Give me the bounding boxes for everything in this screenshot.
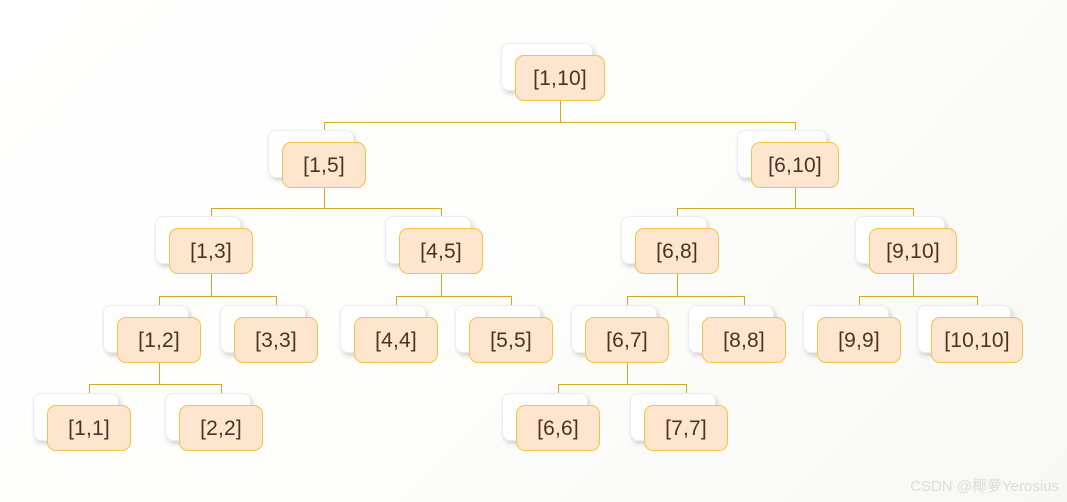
tree-node-card: [4,5] [399, 228, 483, 274]
tree-node: [9,9] [803, 305, 901, 363]
tree-node: [6,6] [502, 393, 600, 451]
tree-node-label: [3,3] [255, 328, 297, 352]
edge-segment [627, 363, 628, 384]
edge-segment [159, 363, 160, 384]
tree-node-card: [5,5] [469, 317, 553, 363]
edge-segment [324, 122, 795, 123]
edge-segment [677, 274, 678, 296]
edge-segment [211, 274, 212, 296]
tree-node-label: [6,10] [768, 153, 822, 177]
tree-node-card: [6,10] [751, 142, 839, 188]
tree-node-label: [6,7] [606, 328, 648, 352]
tree-node-card: [1,2] [117, 317, 201, 363]
tree-node-label: [9,9] [838, 328, 880, 352]
tree-node-label: [1,3] [190, 239, 232, 263]
tree-node: [7,7] [630, 393, 728, 451]
tree-node-card: [8,8] [702, 317, 786, 363]
tree-node: [1,1] [33, 393, 131, 451]
edge-segment [560, 101, 561, 122]
tree-node: [6,10] [737, 130, 839, 188]
edge-segment [396, 296, 511, 297]
tree-node: [6,8] [621, 216, 719, 274]
tree-node-card: [4,4] [354, 317, 438, 363]
tree-node-card: [6,7] [585, 317, 669, 363]
tree-node-label: [1,2] [138, 328, 180, 352]
edge-segment [558, 384, 686, 385]
tree-node-label: [5,5] [490, 328, 532, 352]
tree-node: [8,8] [688, 305, 786, 363]
tree-node: [4,5] [385, 216, 483, 274]
edge-segment [211, 208, 441, 209]
tree-node-label: [9,10] [886, 239, 940, 263]
tree-node-card: [9,10] [869, 228, 957, 274]
edge-segment [795, 188, 796, 208]
watermark: CSDN @椰萝Yerosius [910, 478, 1059, 495]
tree-node: [1,10] [501, 43, 605, 101]
tree-node-label: [10,10] [944, 328, 1010, 352]
tree-node-label: [7,7] [665, 416, 707, 440]
tree-node: [1,3] [155, 216, 253, 274]
tree-node: [1,2] [103, 305, 201, 363]
tree-node: [1,5] [268, 130, 366, 188]
tree-node: [2,2] [165, 393, 263, 451]
tree-node: [5,5] [455, 305, 553, 363]
edge-segment [159, 296, 276, 297]
tree-node-card: [1,5] [282, 142, 366, 188]
tree-node-label: [4,5] [420, 239, 462, 263]
edge-segment [859, 296, 977, 297]
tree-node-card: [6,6] [516, 405, 600, 451]
tree-node-card: [1,1] [47, 405, 131, 451]
tree-node-label: [4,4] [375, 328, 417, 352]
edge-segment [913, 274, 914, 296]
tree-node-card: [1,10] [515, 55, 605, 101]
tree-node-label: [1,10] [533, 66, 587, 90]
tree-node-label: [8,8] [723, 328, 765, 352]
edge-segment [677, 208, 913, 209]
tree-node: [6,7] [571, 305, 669, 363]
tree-node-card: [6,8] [635, 228, 719, 274]
tree-node-label: [1,5] [303, 153, 345, 177]
edge-segment [89, 384, 221, 385]
tree-node-label: [2,2] [200, 416, 242, 440]
tree-node-card: [3,3] [234, 317, 318, 363]
tree-node-card: [7,7] [644, 405, 728, 451]
tree-node: [10,10] [917, 305, 1023, 363]
edge-segment [324, 188, 325, 208]
tree-node: [9,10] [855, 216, 957, 274]
tree-node-card: [9,9] [817, 317, 901, 363]
tree-node-label: [6,6] [537, 416, 579, 440]
tree-node-card: [10,10] [931, 317, 1023, 363]
tree-node-label: [1,1] [68, 416, 110, 440]
edge-segment [627, 296, 744, 297]
tree-node-card: [2,2] [179, 405, 263, 451]
tree-node-label: [6,8] [656, 239, 698, 263]
tree-node: [4,4] [340, 305, 438, 363]
edge-segment [441, 274, 442, 296]
tree-node: [3,3] [220, 305, 318, 363]
tree-node-card: [1,3] [169, 228, 253, 274]
